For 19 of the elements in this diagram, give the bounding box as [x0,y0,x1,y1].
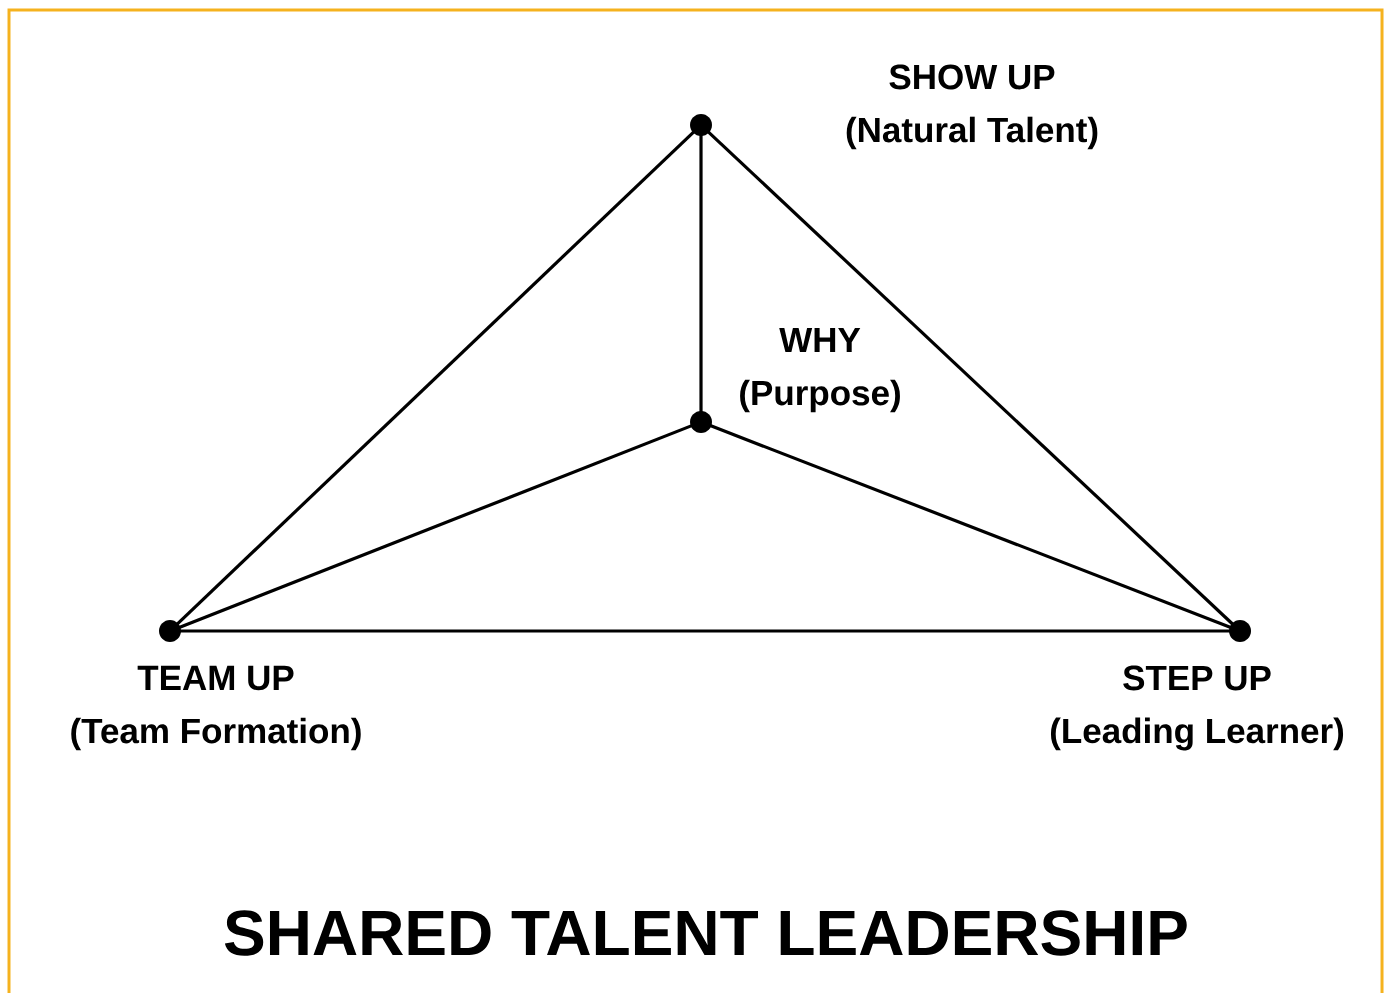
connector-line [175,130,696,626]
title: SHARED TALENT LEADERSHIP [224,910,1187,956]
connector-line [179,629,1231,633]
node-label: SHOW UP [889,64,1055,90]
dot [690,411,712,433]
node-label: STEP UP [1123,665,1271,691]
connector-line [709,423,1232,630]
node-label: (Team Formation) [71,717,361,751]
connector-line [177,423,694,630]
node-label: (Purpose) [740,379,900,413]
connector-line [699,134,703,413]
dot [690,114,712,136]
node-label: WHY [779,327,861,353]
node-label: (Leading Learner) [1050,717,1344,751]
node-label: (Natural Talent) [846,116,1098,150]
dot [159,620,181,642]
dot [1229,620,1251,642]
connector-line [706,130,1235,626]
node-label: TEAM UP [137,665,294,691]
